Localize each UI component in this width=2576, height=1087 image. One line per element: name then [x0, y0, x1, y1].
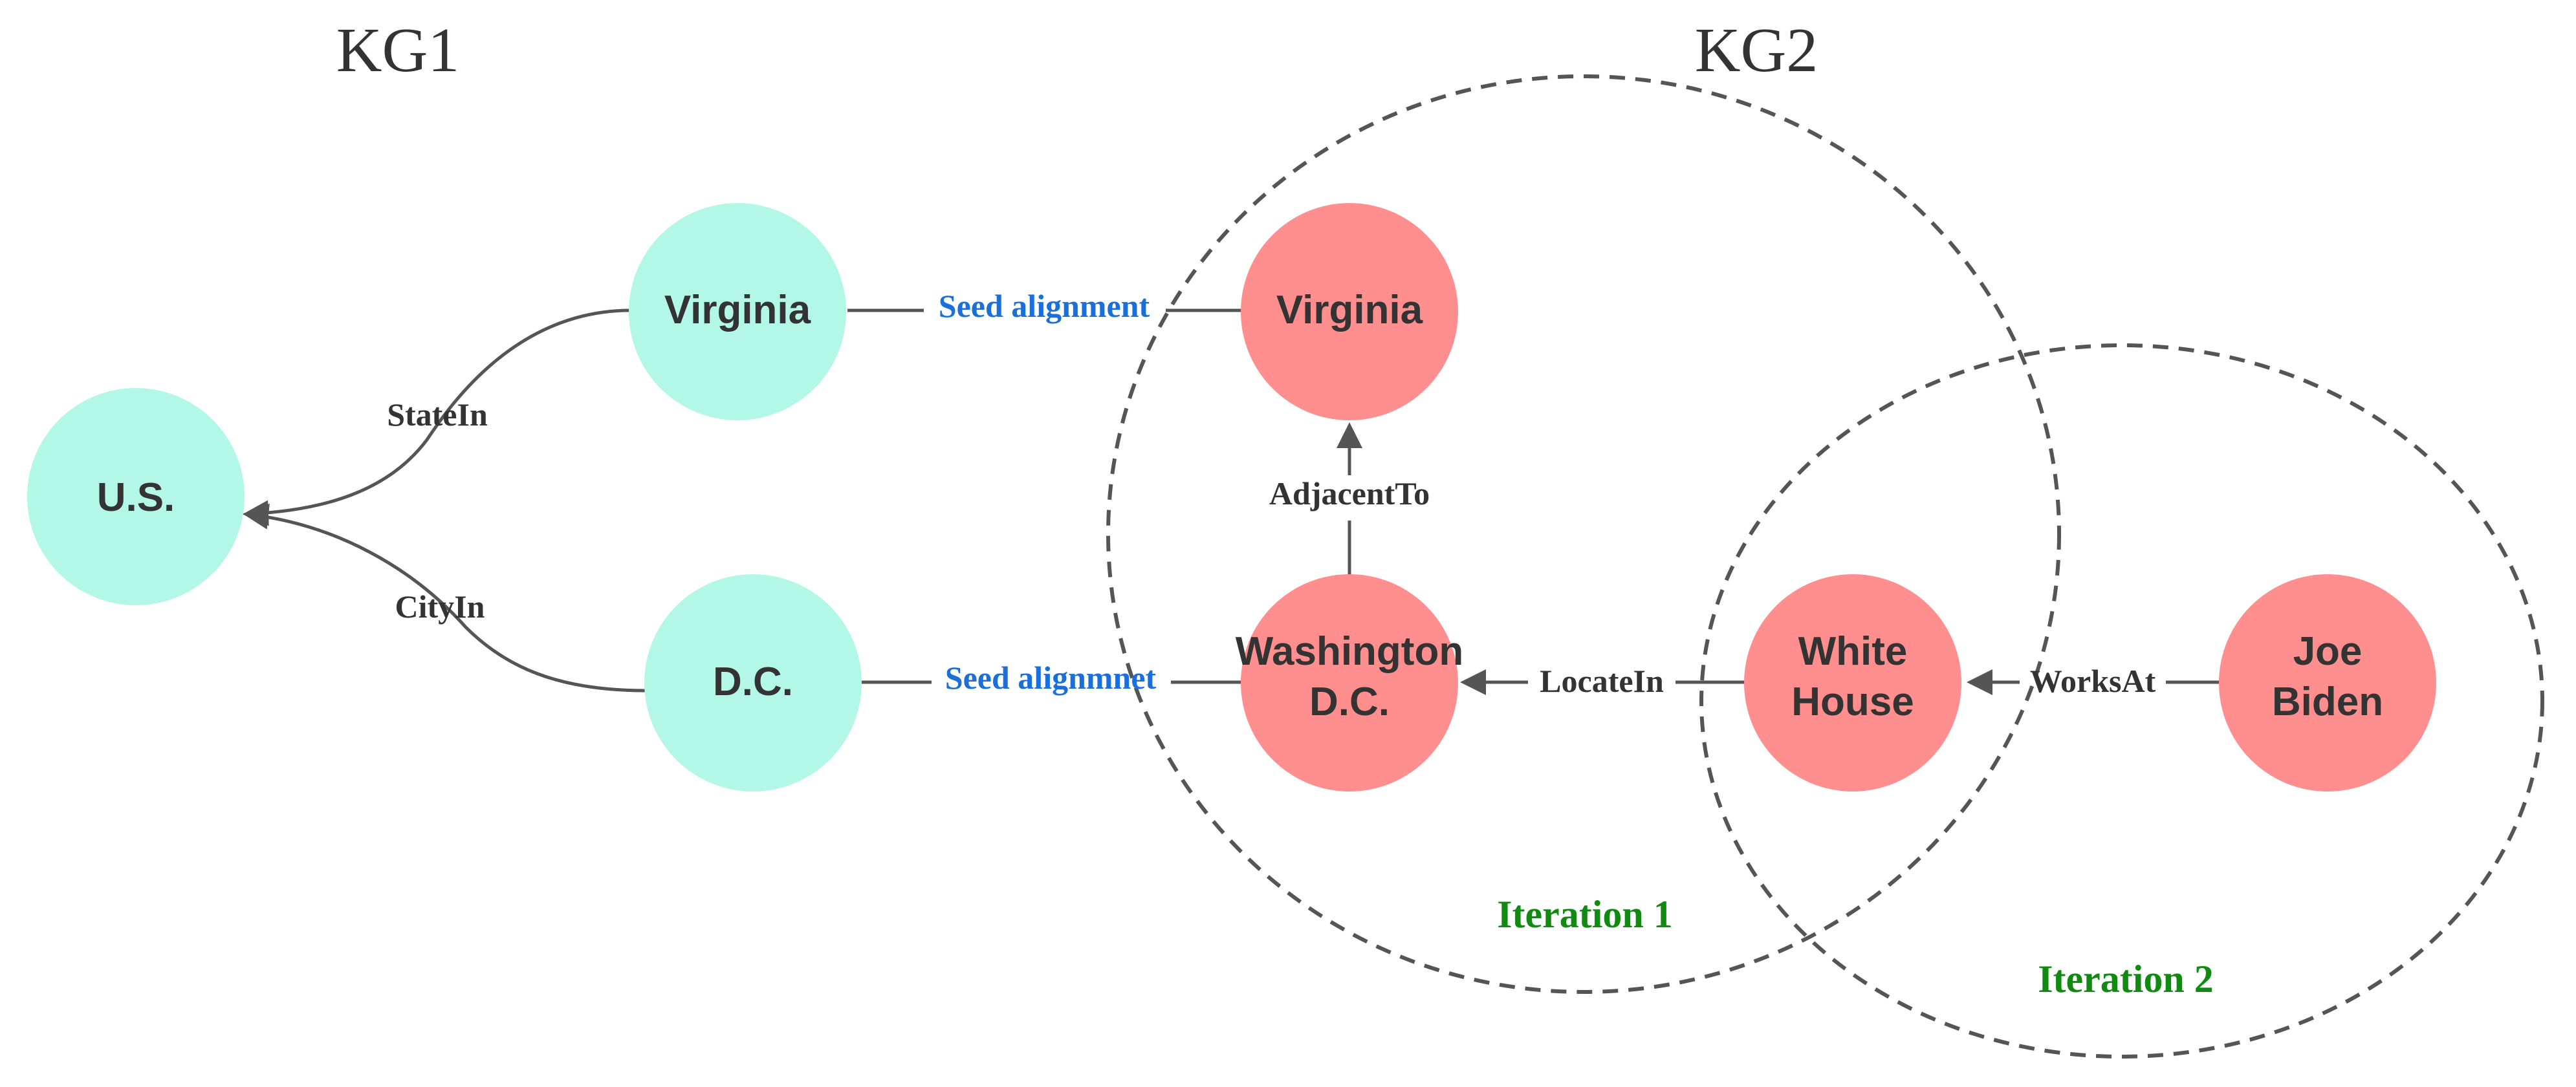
- node-circle: [2219, 574, 2436, 791]
- relation-label-worksat: WorksAt: [2030, 663, 2156, 699]
- seed-alignment-label-dc: Seed alignmnet: [945, 660, 1157, 696]
- node-label-joebiden-line2: Biden: [2272, 680, 2383, 724]
- node-label-dc: D.C.: [713, 660, 793, 704]
- iteration-2-label: Iteration 2: [2038, 958, 2214, 1000]
- iteration-1-label: Iteration 1: [1497, 893, 1673, 936]
- node-label-virginia-kg2: Virginia: [1276, 288, 1423, 332]
- seed-alignment-label-virginia: Seed alignment: [939, 288, 1150, 324]
- node-label-washington-line2: D.C.: [1309, 680, 1390, 724]
- kg1-node-dc: D.C.: [644, 574, 862, 791]
- edge-dc-cityin-us: [243, 503, 646, 693]
- node-circle: [1241, 574, 1458, 791]
- relation-label-cityin: CityIn: [395, 588, 485, 625]
- kg2-node-washington-dc: Washington D.C.: [1236, 574, 1463, 791]
- kg1-node-us: U.S.: [27, 388, 245, 605]
- node-circle: [644, 574, 862, 791]
- relation-label-statein: StateIn: [387, 396, 488, 433]
- kg1-node-virginia: Virginia: [629, 203, 846, 420]
- node-circle: [1241, 203, 1458, 420]
- node-label-whitehouse-line1: White: [1798, 629, 1908, 674]
- node-circle: [1744, 574, 1961, 791]
- relation-label-adjacentto: AdjacentTo: [1269, 475, 1430, 511]
- node-label-whitehouse-line2: House: [1791, 680, 1914, 724]
- iteration-2-boundary: [1699, 343, 2544, 1059]
- node-circle: [629, 203, 846, 420]
- edge-virginia-statein-us: [243, 308, 631, 526]
- kg1-title: KG1: [336, 16, 460, 85]
- node-circle: [27, 388, 245, 605]
- iteration-1-boundary: [1106, 74, 2061, 994]
- kg2-node-joe-biden: Joe Biden: [2219, 574, 2436, 791]
- node-label-washington-line1: Washington: [1236, 629, 1463, 674]
- node-label-us: U.S.: [97, 475, 175, 520]
- kg2-node-virginia: Virginia: [1241, 203, 1458, 420]
- node-label-joebiden-line1: Joe: [2293, 629, 2363, 674]
- kg2-node-white-house: White House: [1744, 574, 1961, 791]
- relation-label-locatein: LocateIn: [1540, 663, 1664, 699]
- node-label-virginia: Virginia: [664, 288, 811, 332]
- kg2-title: KG2: [1695, 16, 1818, 85]
